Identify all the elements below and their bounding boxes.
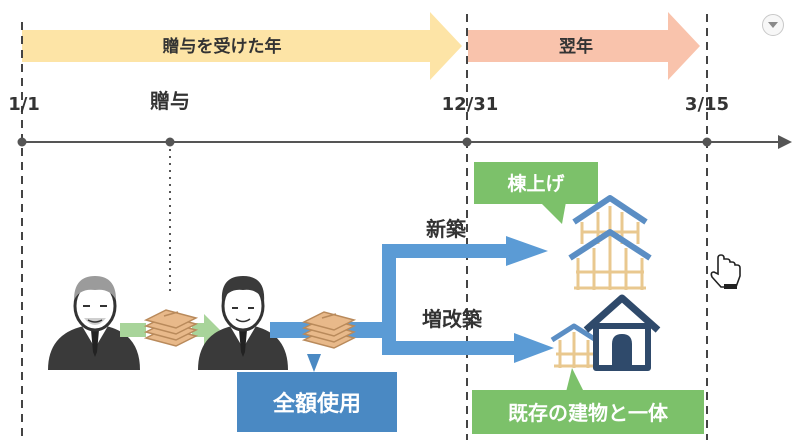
- start-marker: [17, 137, 27, 147]
- gift-year-label: 贈与を受けた年: [163, 36, 282, 57]
- next-year-label: 翌年: [559, 36, 593, 57]
- dropdown-menu-icon[interactable]: [762, 14, 784, 36]
- timeline-axis: [17, 135, 792, 149]
- full-use-box: 全額使用: [237, 354, 397, 432]
- house-frame-icon: [568, 195, 652, 290]
- existing-house-icon: [550, 294, 661, 371]
- integrated-callout: 既存の建物と一体: [472, 368, 704, 434]
- deadline-marker: [702, 137, 712, 147]
- gift-marker: [165, 137, 175, 147]
- next-year-arrow: 翌年: [468, 12, 700, 80]
- full-use-label: 全額使用: [272, 391, 361, 417]
- hand-cursor-icon: [710, 254, 741, 289]
- gift-year-arrow: 贈与を受けた年: [22, 12, 462, 80]
- cash-stack-icon: [301, 311, 357, 349]
- cash-stack-icon: [143, 309, 199, 347]
- renovation-label: 増改築: [422, 307, 483, 331]
- person-icon: [198, 276, 288, 370]
- date-deadline-label: 3/15: [685, 94, 729, 115]
- usage-flow-arrows: [270, 236, 554, 363]
- gift-transfer-arrow: [120, 314, 220, 346]
- roof-raising-label: 棟上げ: [507, 172, 565, 195]
- roof-raising-callout: 棟上げ: [474, 162, 598, 224]
- year-end-marker: [462, 137, 472, 147]
- elderly-person-icon: [48, 276, 140, 370]
- gift-event-label: 贈与: [150, 89, 190, 113]
- integrated-label: 既存の建物と一体: [508, 401, 669, 425]
- new-build-label: 新築: [426, 217, 467, 241]
- date-start-label: 1/1: [8, 94, 40, 115]
- date-year-end-label: 12/31: [442, 94, 499, 115]
